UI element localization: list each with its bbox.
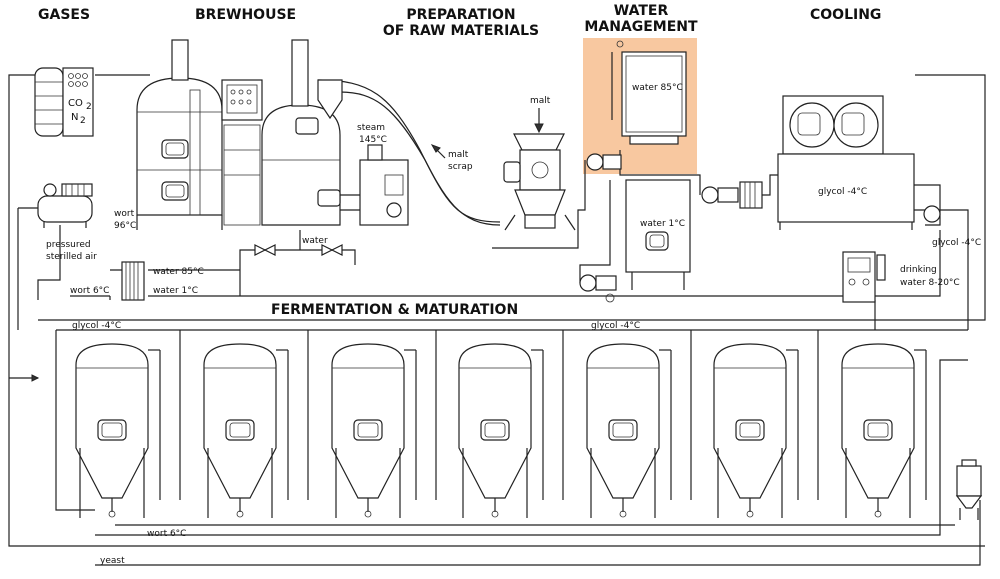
co2-subscript: 2 — [86, 102, 92, 112]
yeast-vessel — [955, 459, 983, 520]
fermentation-tank-3 — [331, 343, 417, 518]
malt-scrap-label-1: malt — [448, 150, 469, 160]
section-title-water-mgmt-line2: MANAGEMENT — [584, 19, 698, 35]
pressured-air-label-2: sterilled air — [46, 252, 97, 262]
wort-96-label-1: wort — [114, 209, 135, 219]
section-title-water-mgmt-line1: WATER — [614, 3, 669, 19]
yeast-label: yeast — [100, 556, 125, 566]
cold-water-tank — [579, 179, 691, 303]
glycol-left-ferm-label: glycol -4°C — [72, 321, 121, 331]
plate-heat-exchanger — [121, 261, 145, 301]
water-1-tank-label: water 1°C — [640, 219, 685, 229]
water-valves — [254, 244, 343, 256]
malt-scrap-arrow — [430, 144, 446, 159]
fermentation-tank-6 — [713, 343, 799, 518]
malt-label: malt — [530, 96, 551, 106]
water-pipe-label: water — [302, 236, 328, 246]
water-treatment-unit — [842, 251, 886, 303]
steam-label-2: 145°C — [359, 135, 387, 145]
water-85-hx-label: water 85°C — [153, 267, 204, 277]
tank-feed-lines — [179, 330, 819, 500]
glycol-right-label: glycol -4°C — [932, 238, 981, 248]
water-1-hx-label: water 1°C — [153, 286, 198, 296]
n2-subscript: 2 — [80, 116, 86, 126]
section-title-gases: GASES — [38, 7, 90, 23]
water-85-tank-label: water 85°C — [632, 83, 683, 93]
glycol-mid-ferm-label: glycol -4°C — [591, 321, 640, 331]
gas-cylinder-group — [34, 67, 94, 137]
glycol-unit-label: glycol -4°C — [818, 187, 867, 197]
n2-label: N — [71, 112, 78, 123]
wort-6-bottom-label: wort 6°C — [147, 529, 186, 539]
hot-water-tank — [586, 40, 687, 171]
steam-label-1: steam — [357, 123, 385, 133]
brewhouse-equipment — [136, 39, 343, 230]
fermentation-tank-4 — [458, 343, 544, 518]
wort-96-label-2: 96°C — [114, 221, 136, 231]
section-title-preparation-line1: PREPARATION — [406, 7, 515, 23]
air-compressor — [37, 183, 93, 228]
pressured-air-label-1: pressured — [46, 240, 91, 250]
glycol-chiller — [701, 95, 941, 230]
wort-6-hx-label: wort 6°C — [70, 286, 109, 296]
fermentation-tank-7 — [841, 343, 927, 518]
malt-mill — [503, 108, 576, 231]
malt-scrap-label-2: scrap — [448, 162, 473, 172]
fermentation-tank-2 — [203, 343, 289, 518]
fermentation-tank-1 — [75, 343, 161, 518]
section-title-cooling: COOLING — [810, 7, 881, 23]
pipe-network — [8, 74, 986, 566]
drinking-water-label-1: drinking — [900, 265, 937, 275]
section-title-fermentation: FERMENTATION & MATURATION — [271, 302, 518, 318]
fermentation-tank-5 — [586, 343, 672, 518]
section-title-preparation-line2: OF RAW MATERIALS — [383, 23, 539, 39]
steam-generator — [340, 144, 409, 226]
drinking-water-label-2: water 8-20°C — [900, 278, 960, 288]
co2-label: CO — [68, 98, 83, 109]
section-title-brewhouse: BREWHOUSE — [195, 7, 296, 23]
